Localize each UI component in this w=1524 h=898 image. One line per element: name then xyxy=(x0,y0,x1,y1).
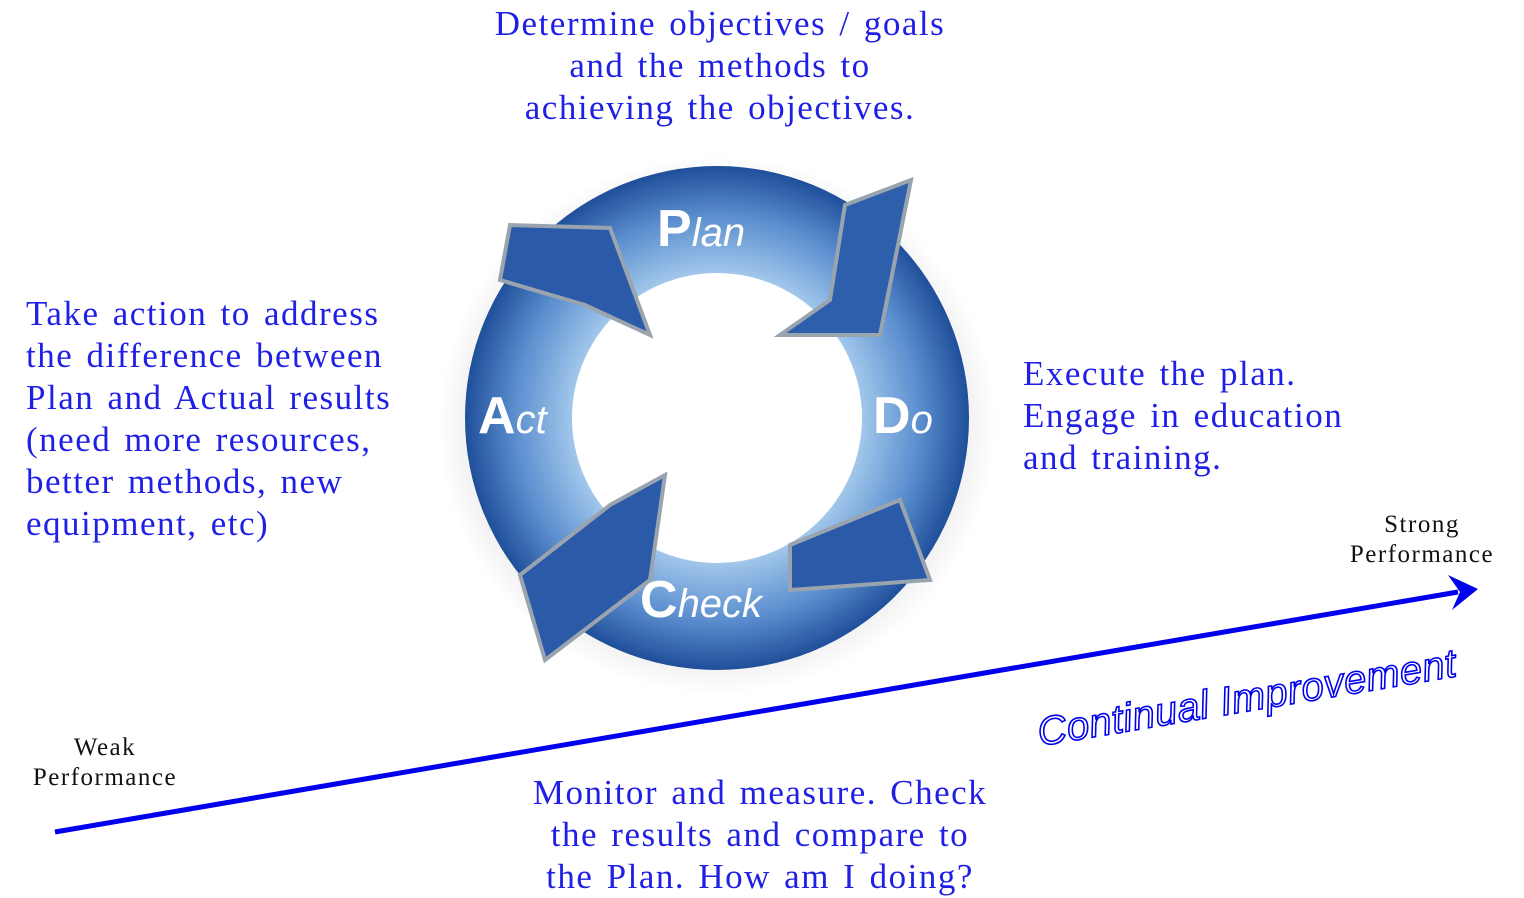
act-description-line: Take action to address xyxy=(26,294,380,333)
act-description-line: Plan and Actual results xyxy=(26,378,392,417)
weak-performance-line: Weak xyxy=(73,734,137,761)
do-arrow xyxy=(788,497,933,593)
do-description-line: Execute the plan. xyxy=(1023,354,1297,393)
check-description-line: Monitor and measure. Check xyxy=(532,773,988,812)
cycle-label-do: Do xyxy=(873,387,933,445)
do-description-line: and training. xyxy=(1023,438,1223,477)
strong-performance-line: Strong xyxy=(1384,511,1460,538)
continual-improvement-text: Continual Improvement xyxy=(1034,641,1461,754)
plan-description-line: achieving the objectives. xyxy=(524,88,916,127)
improvement-arrow xyxy=(54,575,1478,835)
check-description: Monitor and measure. Check the results a… xyxy=(480,772,1040,898)
strong-performance-line: Performance xyxy=(1349,541,1495,568)
plan-arrow xyxy=(773,176,914,337)
act-description-line: better methods, new xyxy=(26,462,344,501)
continual-improvement-label: Continual Improvement xyxy=(1033,640,1461,754)
do-description: Execute the plan. Engage in education an… xyxy=(1023,353,1443,479)
strong-performance-label: Strong Performance xyxy=(1320,510,1524,570)
act-description-line: equipment, etc) xyxy=(26,504,270,543)
weak-performance-label: Weak Performance xyxy=(0,733,210,793)
plan-description-line: Determine objectives / goals xyxy=(494,4,946,43)
check-description-line: the results and compare to xyxy=(550,815,970,854)
act-description-line: the difference between xyxy=(26,336,384,375)
act-arrow xyxy=(497,222,654,339)
cycle-label-plan: Plan xyxy=(657,200,745,258)
weak-performance-line: Performance xyxy=(32,764,178,791)
cycle-label-check: Check xyxy=(640,571,764,629)
check-description-line: the Plan. How am I doing? xyxy=(546,857,974,896)
check-arrow xyxy=(517,471,668,664)
act-description-line: (need more resources, xyxy=(26,420,372,459)
do-description-line: Engage in education xyxy=(1023,396,1344,435)
cycle-label-act: Act xyxy=(478,387,549,445)
plan-description: Determine objectives / goals and the met… xyxy=(440,3,1000,129)
act-description: Take action to address the difference be… xyxy=(26,293,446,545)
plan-description-line: and the methods to xyxy=(569,46,871,85)
